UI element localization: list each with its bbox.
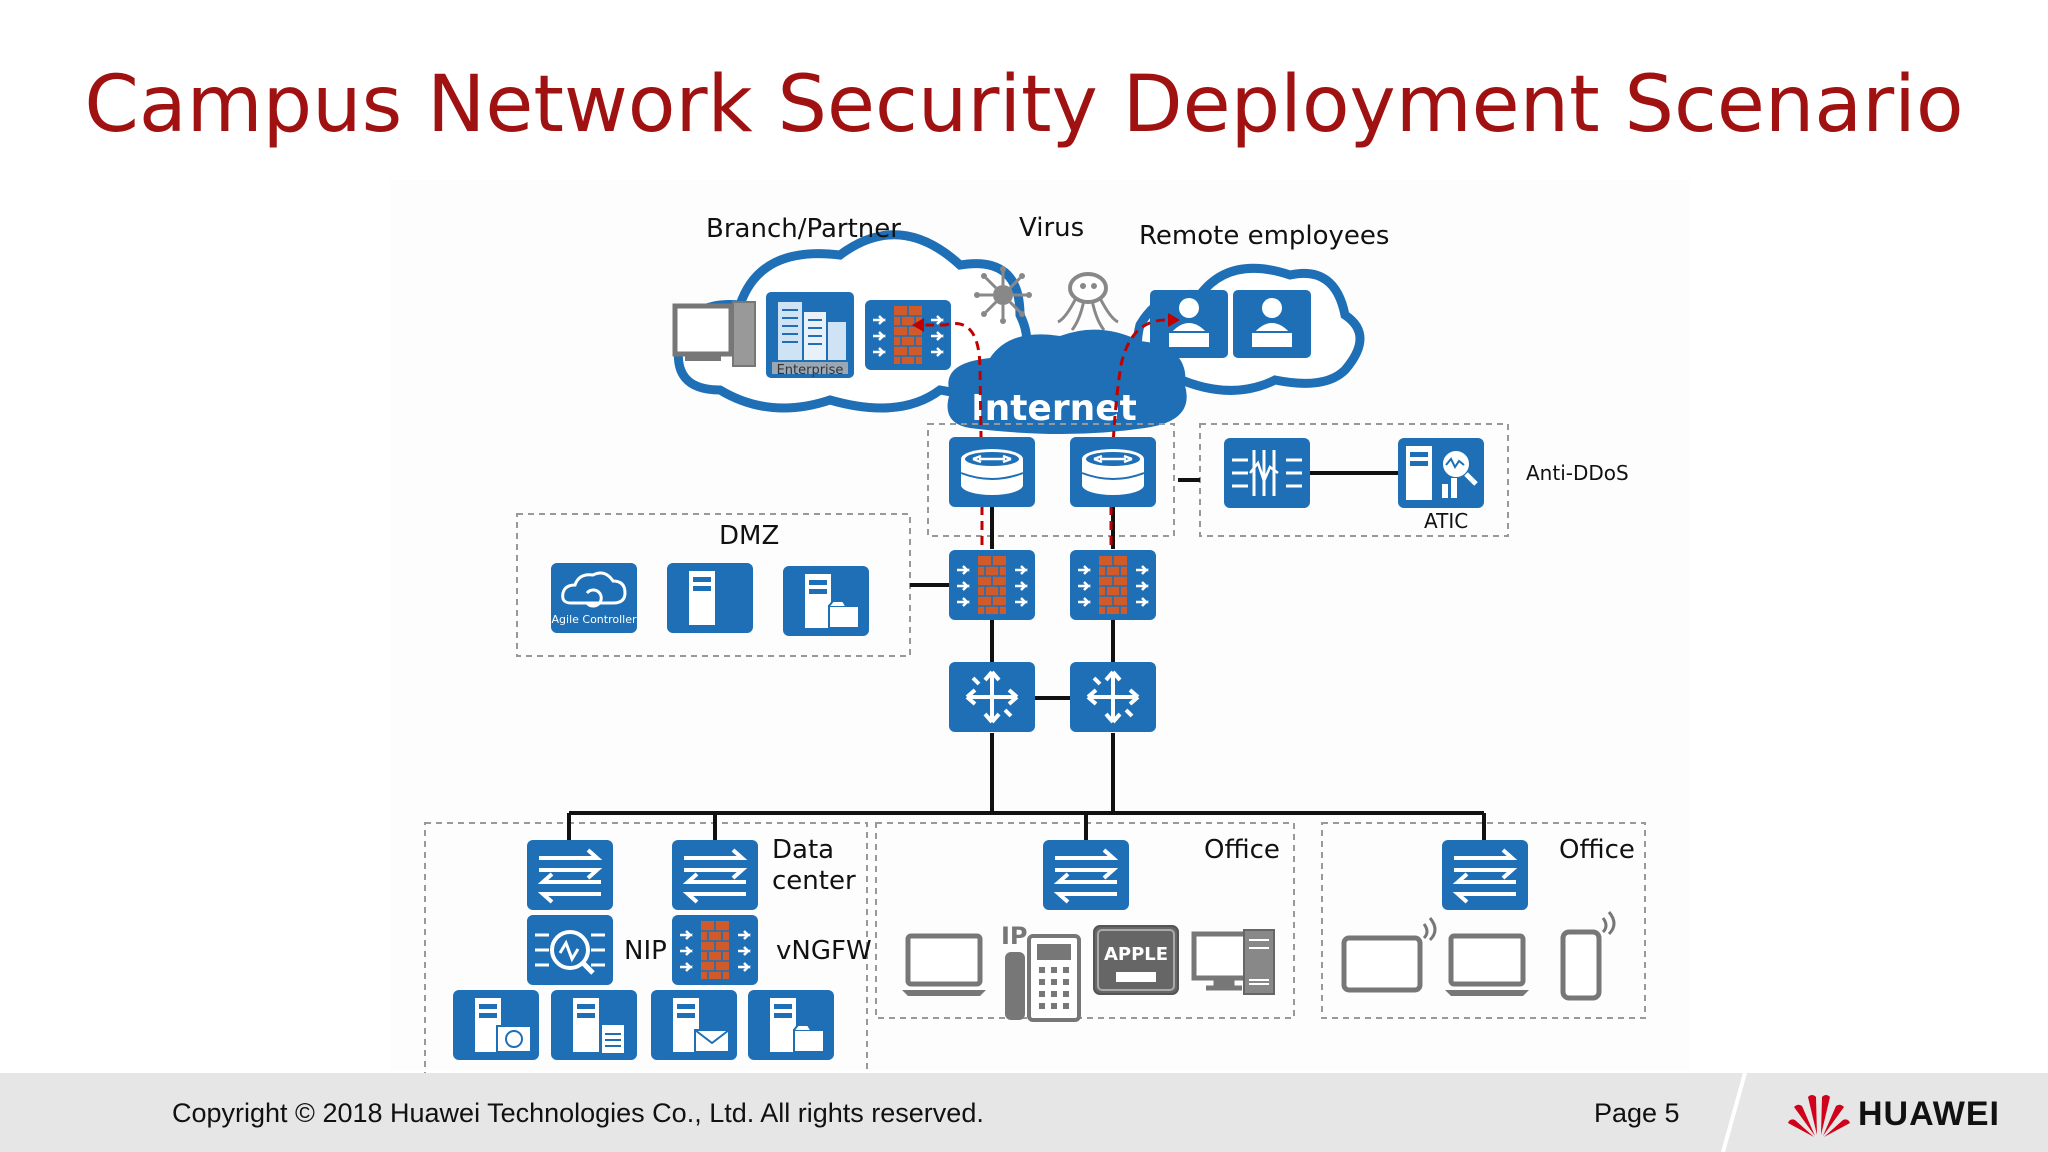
footer-divider (1721, 1073, 1747, 1152)
anti-ddos-device-icon (1224, 438, 1310, 508)
atic-label: ATIC (1424, 509, 1469, 533)
egress-router-1 (947, 435, 1037, 509)
agile-controller-icon (551, 563, 637, 633)
remote-employee-icon (1233, 290, 1311, 358)
dc-file-server-icon (748, 990, 834, 1060)
desktop-icon (1194, 930, 1274, 994)
laptop-icon (1445, 936, 1529, 996)
core-switch-2 (1068, 660, 1158, 734)
mobile-phone-icon (1563, 912, 1614, 998)
ip-phone-icon: IP (1001, 922, 1081, 1022)
remote-employee-icon (1150, 290, 1228, 358)
apple-label: APPLE (1104, 944, 1168, 965)
laptop-icon (902, 936, 986, 996)
dmz-file-server-icon (783, 566, 869, 636)
page-title: Campus Network Security Deployment Scena… (84, 60, 1964, 150)
footer-bar (0, 1073, 2048, 1152)
connection-lines (567, 471, 1486, 840)
internet-cloud (947, 329, 1187, 434)
dmz-label: DMZ (719, 521, 780, 551)
enterprise-label: Enterprise (777, 363, 844, 378)
dc-doc-server-icon (551, 990, 637, 1060)
office-switch-1 (1041, 838, 1131, 912)
dc-mail-server-icon (651, 990, 737, 1060)
firewall-1 (947, 548, 1037, 622)
office-box-2 (1321, 822, 1646, 1019)
virus-icon (972, 264, 1034, 326)
vngfw-label: vNGFW (776, 936, 872, 966)
vngfw-firewall-icon (670, 913, 760, 987)
tablet-icon (1344, 918, 1435, 990)
enterprise-building-icon (766, 292, 854, 378)
nip-icon (527, 915, 613, 985)
dc-ip-server-icon (453, 990, 539, 1060)
branch-firewall-icon (863, 298, 953, 372)
office-label-1: Office (1204, 835, 1280, 865)
ip-label: IP (1001, 922, 1028, 950)
virus-icon (1057, 272, 1119, 331)
nip-label: NIP (624, 936, 667, 966)
dmz-server-icon (667, 563, 753, 633)
dc-switch-1 (525, 838, 615, 912)
attack-arrowheads (912, 313, 1180, 332)
router-group-box (927, 423, 1175, 537)
internet-label: Internet (971, 388, 1137, 429)
huawei-logo: HUAWEI (1788, 1085, 2028, 1145)
firewall-2 (1068, 548, 1158, 622)
virus-label: Virus (1019, 213, 1085, 243)
copyright-text: Copyright © 2018 Huawei Technologies Co.… (172, 1098, 984, 1128)
anti-ddos-label: Anti-DDoS (1526, 461, 1629, 485)
huawei-wordmark: HUAWEI (1858, 1095, 2000, 1133)
page-number: Page 5 (1594, 1098, 1680, 1128)
remote-employees-label: Remote employees (1139, 221, 1390, 251)
office-switch-2 (1440, 838, 1530, 912)
branch-pc-icon (672, 301, 756, 367)
office-label-2: Office (1559, 835, 1635, 865)
egress-router-2 (1068, 435, 1158, 509)
data-center-label: Data center (772, 835, 856, 896)
apple-tv-icon (1093, 925, 1179, 995)
dc-switch-2 (670, 838, 760, 912)
core-switch-1 (947, 660, 1037, 734)
huawei-flower-icon (1788, 1095, 1850, 1137)
atic-server-icon (1398, 438, 1484, 508)
branch-partner-label: Branch/Partner (706, 214, 901, 244)
agile-controller-label: Agile Controller (552, 613, 637, 626)
